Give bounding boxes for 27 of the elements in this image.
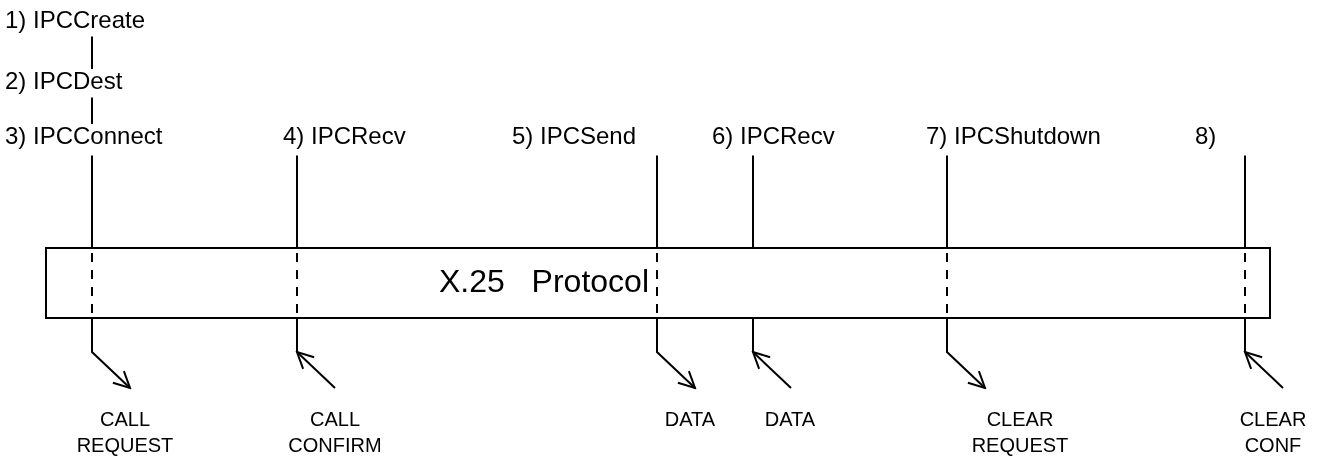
packet-label: DATA xyxy=(650,406,730,432)
arrow xyxy=(752,351,792,389)
packet-label: CALL REQUEST xyxy=(60,406,190,458)
function-label: 1) IPCCreate xyxy=(5,6,146,34)
dashed-line xyxy=(296,252,298,314)
protocol-box xyxy=(45,247,1271,319)
function-label: 5) IPCSend xyxy=(512,122,637,150)
function-label: 2) IPCDest xyxy=(5,67,123,95)
dashed-line xyxy=(91,252,93,314)
packet-label: CALL CONFIRM xyxy=(265,406,405,458)
packet-label: DATA xyxy=(750,406,830,432)
arrow xyxy=(296,351,336,389)
dashed-line xyxy=(656,252,658,314)
arrow xyxy=(91,318,131,389)
function-label: 8) xyxy=(1195,122,1217,150)
function-label: 3) IPCConnect xyxy=(5,122,163,150)
packet-label: CLEAR CONF xyxy=(1218,406,1328,458)
dashed-line xyxy=(1244,252,1246,314)
function-label: 7) IPCShutdown xyxy=(926,122,1101,150)
packet-label: CLEAR REQUEST xyxy=(955,406,1085,458)
dashed-line xyxy=(946,252,948,314)
function-label: 4) IPCRecv xyxy=(283,122,406,150)
function-label: 6) IPCRecv xyxy=(712,122,835,150)
protocol-label: X.25 Protocol xyxy=(438,263,649,300)
arrow xyxy=(1244,351,1284,389)
arrow xyxy=(656,318,696,389)
arrow xyxy=(946,318,986,389)
